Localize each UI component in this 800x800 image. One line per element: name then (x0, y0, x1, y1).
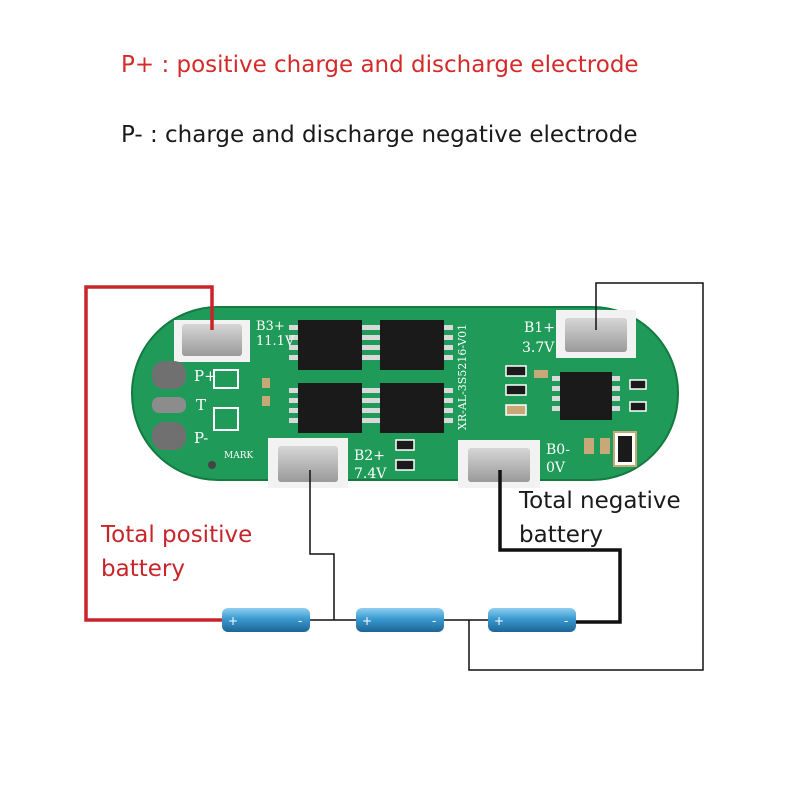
battery-negative-mark: - (432, 614, 436, 628)
total-negative-note: Total negative battery (519, 488, 681, 548)
ic-pins (552, 376, 620, 411)
total-positive-wire (84, 285, 222, 622)
t-silk-label: T (196, 396, 206, 414)
total-positive-note: Total positive battery (101, 522, 253, 582)
p-minus-pad (152, 422, 186, 450)
chip-pins (289, 325, 453, 423)
mosfet-chip (298, 320, 362, 370)
board-model-label: XR-AL-3S5216-V01 (456, 324, 469, 430)
mosfet-chips (298, 320, 444, 433)
battery-pack: + - + - + - (222, 608, 576, 632)
b1-label: B1+ (524, 320, 555, 336)
b1-voltage-label: 3.7V (522, 340, 555, 356)
pcb-board: B3+ 11.1V B1+ 3.7V B2+ 7.4V B0- 0V P+ T … (131, 306, 679, 488)
mark-label: MARK (224, 451, 253, 461)
battery-positive-mark: + (494, 614, 504, 628)
battery-cell: + - (488, 608, 576, 632)
b2-tap-wire (309, 470, 335, 620)
b2-label: B2+ (354, 448, 385, 464)
p-plus-frame (213, 369, 239, 389)
b0-voltage-label: 0V (546, 460, 566, 476)
p-minus-caption: P- : charge and discharge negative elect… (121, 122, 638, 148)
protection-ic (560, 372, 612, 420)
total-negative-wire (498, 470, 622, 624)
p-minus-silk-label: P- (194, 429, 208, 447)
smd-components (208, 365, 647, 471)
b3-voltage-label: 11.1V (256, 334, 295, 349)
p-minus-frame (213, 407, 239, 431)
t-pad (152, 397, 186, 413)
battery-negative-mark: - (298, 614, 302, 628)
p-plus-caption: P+ : positive charge and discharge elect… (121, 52, 639, 78)
b1-pad (565, 318, 627, 352)
b1-tap-wire (468, 282, 704, 671)
b2-pad (278, 446, 338, 482)
battery-cell: + - (222, 608, 310, 632)
b0-pad (468, 448, 530, 482)
battery-cell: + - (356, 608, 444, 632)
b0-label: B0- (546, 442, 570, 458)
b3-label: B3+ (256, 319, 285, 334)
b2-voltage-label: 7.4V (354, 466, 387, 482)
battery-negative-mark: - (564, 614, 568, 628)
mosfet-chip (380, 383, 444, 433)
mosfet-chip (380, 320, 444, 370)
p-plus-pad (152, 361, 186, 389)
wiring (84, 282, 704, 671)
battery-positive-mark: + (228, 614, 238, 628)
mosfet-chip (298, 383, 362, 433)
battery-positive-mark: + (362, 614, 372, 628)
b3-pad (182, 324, 242, 356)
p-plus-silk-label: P+ (194, 367, 217, 385)
